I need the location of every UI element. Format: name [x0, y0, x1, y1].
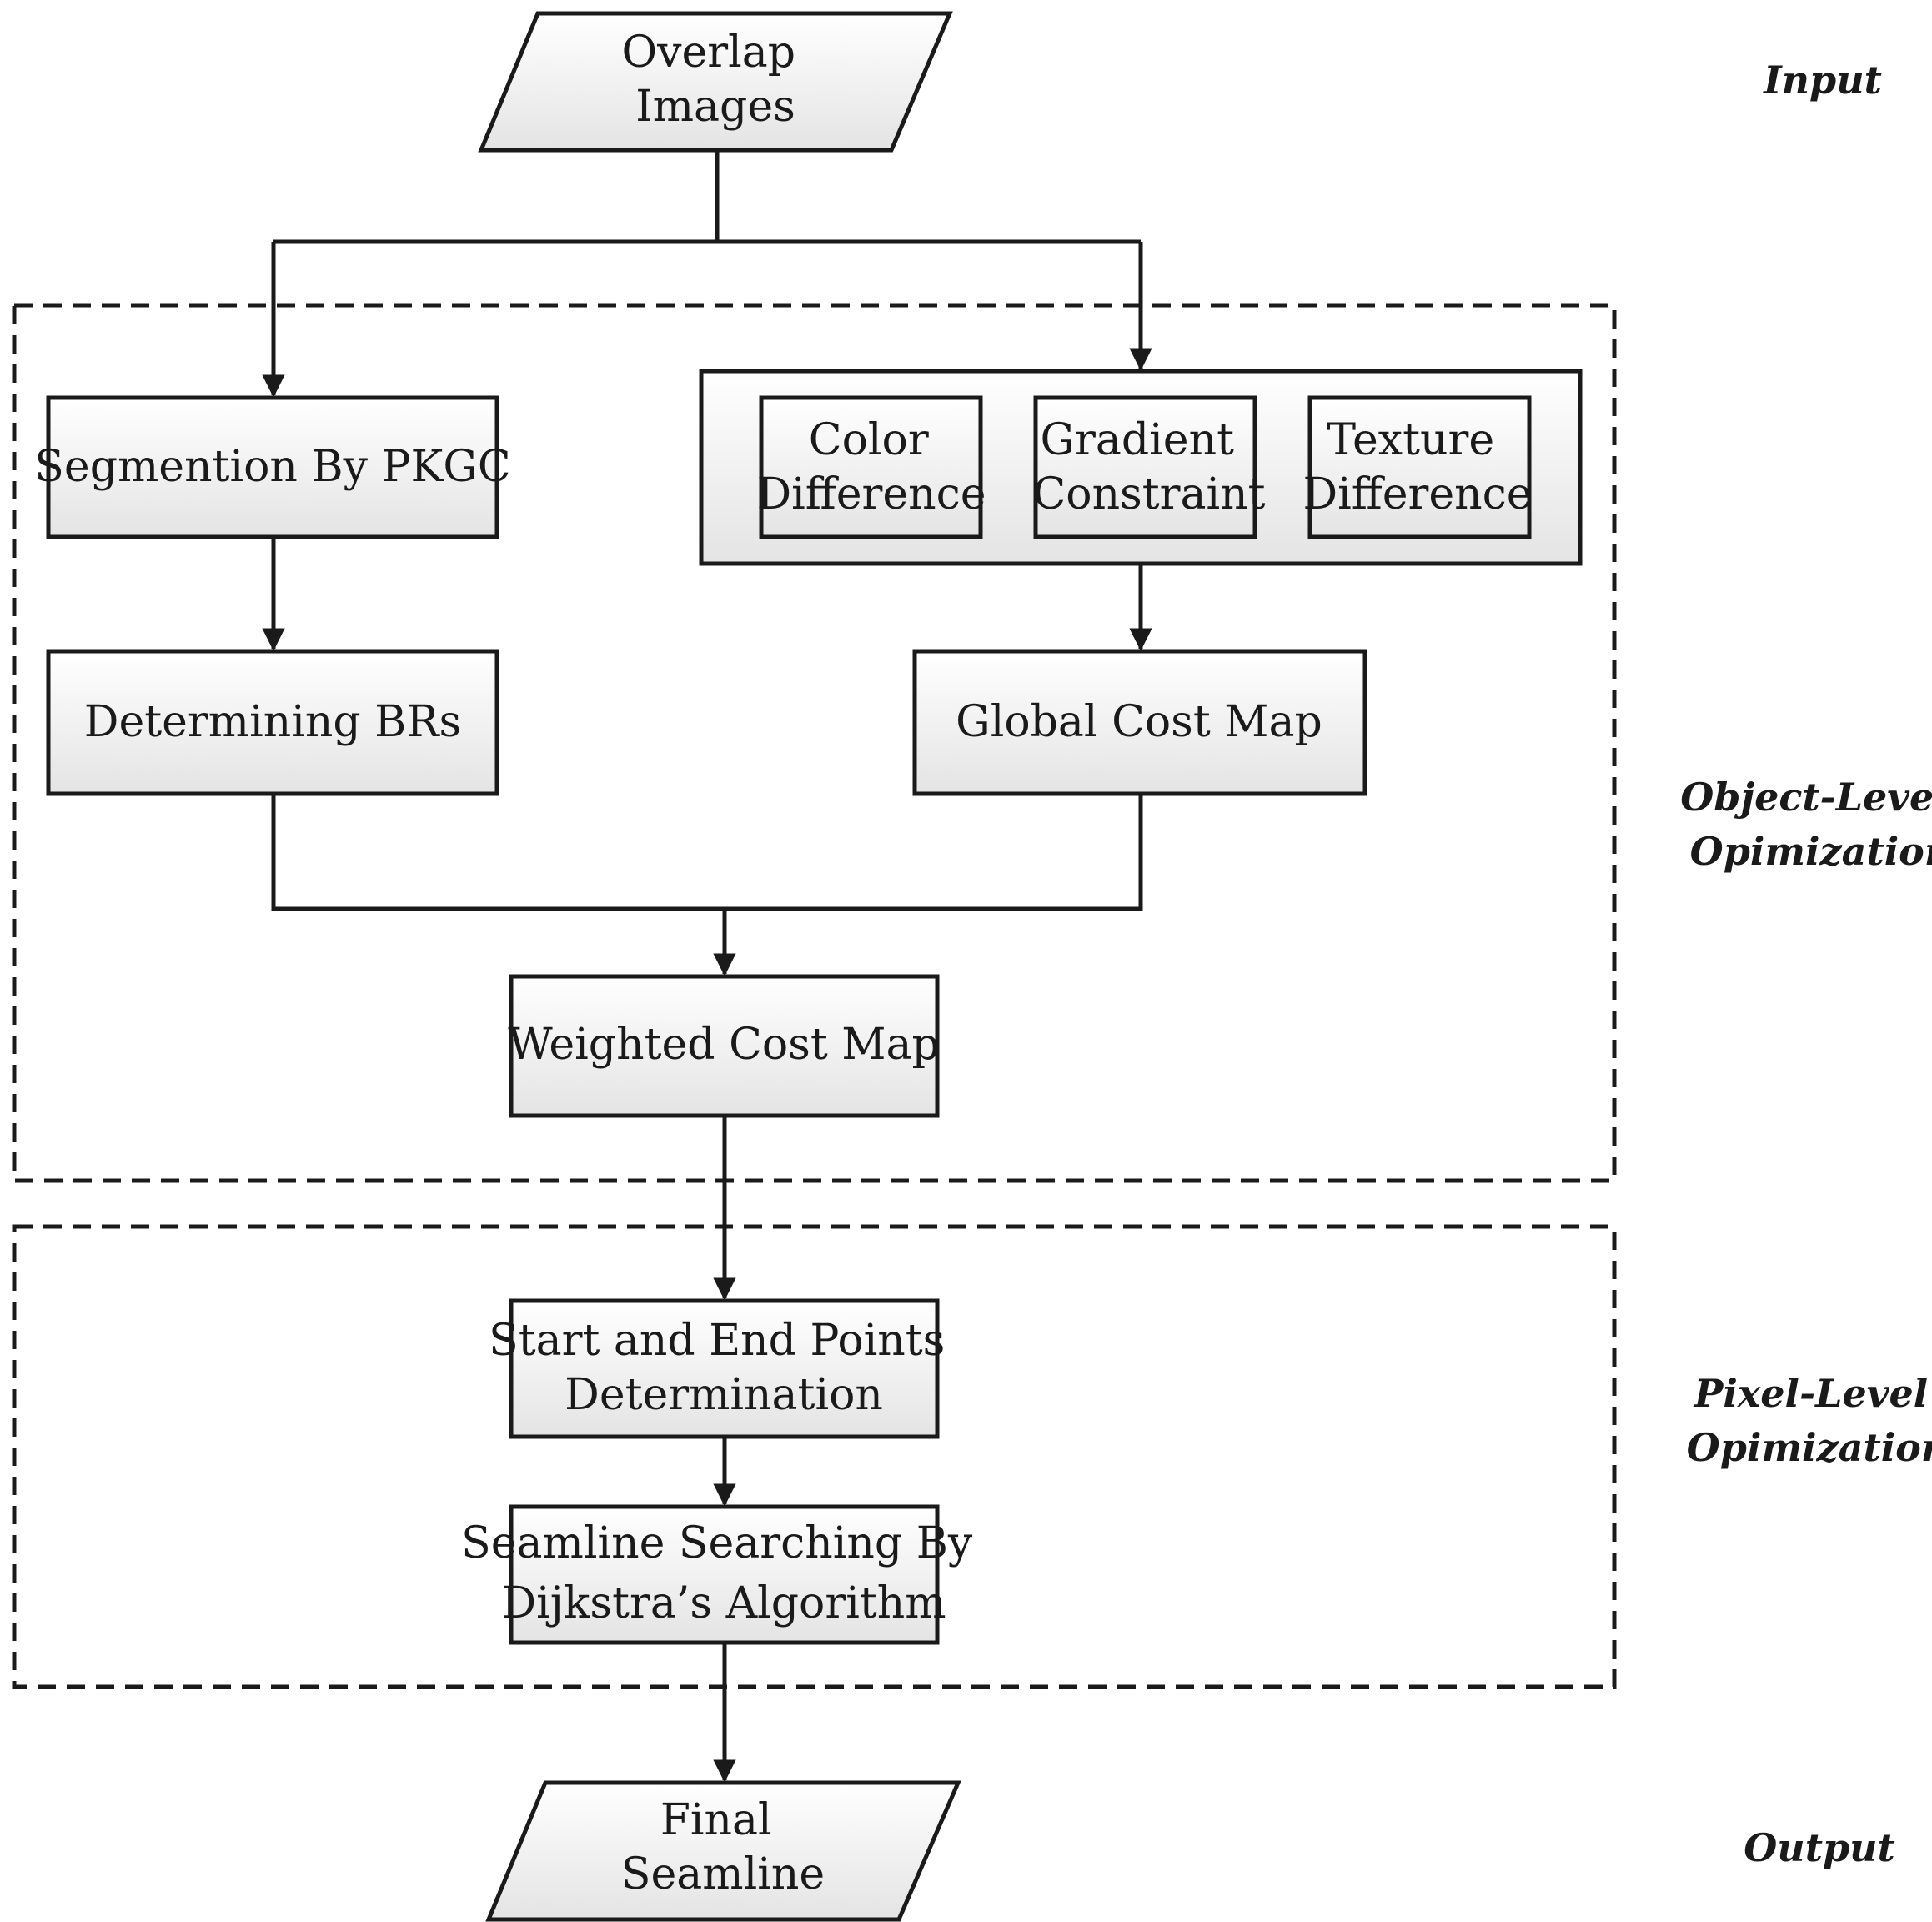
- svg-text:Segmention By PKGC: Segmention By PKGC: [34, 442, 510, 492]
- seamline-searching-line-2: Dijkstra’s Algorithm: [501, 1578, 946, 1628]
- svg-text:Seamline Searching By Di: Seamline Searching By Dijkstra’s Algorit…: [461, 1518, 986, 1628]
- global-cost-map-label: Global Cost Map: [956, 697, 1322, 747]
- gradient-constraint-line-1: Gradient: [1040, 415, 1234, 465]
- svg-text:Global Cost Map: Global Cost Map: [956, 697, 1322, 747]
- color-difference-line-2: Difference: [756, 469, 986, 519]
- stage-output-line-1: Output: [1744, 1825, 1895, 1870]
- stage-input-line-1: Input: [1762, 58, 1882, 103]
- weighted-cost-map-box: Weighted Cost Map: [508, 974, 940, 1118]
- object-level-group-frame: [12, 303, 1617, 1183]
- stage-pixel-level-line-1: Pixel-Level: [1693, 1371, 1928, 1416]
- color-difference-box: Color Difference: [756, 395, 986, 539]
- determining-brs-label: Determining BRs: [84, 697, 461, 747]
- pixel-level-group-frame: [12, 1224, 1617, 1689]
- color-difference-line-1: Color: [809, 415, 929, 465]
- svg-text:Determining BRs: Determining BRs: [84, 697, 461, 747]
- determining-brs-box: Determining BRs: [46, 649, 499, 796]
- input-node-line-1: Overlap: [621, 28, 795, 78]
- svg-text:Color Difference: Color Difference: [756, 415, 986, 519]
- output-node-line-2: Seamline: [621, 1849, 825, 1899]
- svg-text:Overlap Images: Overlap Images: [621, 28, 809, 132]
- stage-pixel-level-line-2: Opimization: [1687, 1425, 1932, 1470]
- connector-brs-merge: [271, 795, 1143, 911]
- texture-difference-line-2: Difference: [1302, 469, 1532, 519]
- seamline-searching-box: Seamline Searching By Dijkstra’s Algorit…: [461, 1504, 986, 1645]
- svg-text:Start and End Points Det: Start and End Points Determination: [489, 1316, 959, 1420]
- stage-label-pixel-level: Pixel-Level Opimization: [1687, 1371, 1932, 1470]
- stage-label-input: Input: [1762, 58, 1882, 103]
- start-end-points-line-2: Determination: [565, 1370, 883, 1420]
- output-node-line-1: Final: [660, 1795, 772, 1845]
- texture-difference-line-1: Texture: [1327, 415, 1494, 465]
- gradient-constraint-line-2: Constraint: [1032, 469, 1265, 519]
- svg-text:Texture Difference: Texture Difference: [1302, 415, 1532, 519]
- stage-object-level-line-2: Opimization: [1690, 829, 1932, 874]
- output-node: Final Seamline: [485, 1780, 961, 1922]
- start-end-points-box: Start and End Points Determination: [489, 1298, 959, 1439]
- svg-text:Weighted Cost Map: Weighted Cost Map: [508, 1020, 940, 1070]
- gradient-constraint-box: Gradient Constraint: [1032, 395, 1266, 539]
- stage-label-object-level: Object-Level Opimization: [1680, 775, 1932, 874]
- svg-text:Final Seamline: Final Seamline: [621, 1795, 825, 1899]
- seamline-searching-line-1: Seamline Searching By: [461, 1518, 973, 1568]
- input-node-line-2: Images: [635, 82, 795, 132]
- stage-object-level-line-1: Object-Level: [1680, 775, 1932, 820]
- start-end-points-line-1: Start and End Points: [489, 1316, 945, 1366]
- segmentation-label: Segmention By PKGC: [34, 442, 510, 492]
- global-cost-map-box: Global Cost Map: [912, 649, 1367, 796]
- svg-text:Gradient Constraint: Gradient Constraint: [1032, 415, 1265, 519]
- stage-label-output: Output: [1744, 1825, 1895, 1870]
- segmentation-box: Segmention By PKGC: [34, 395, 511, 539]
- input-node: Overlap Images: [478, 11, 953, 153]
- weighted-cost-map-label: Weighted Cost Map: [508, 1020, 940, 1070]
- texture-difference-box: Texture Difference: [1302, 395, 1533, 539]
